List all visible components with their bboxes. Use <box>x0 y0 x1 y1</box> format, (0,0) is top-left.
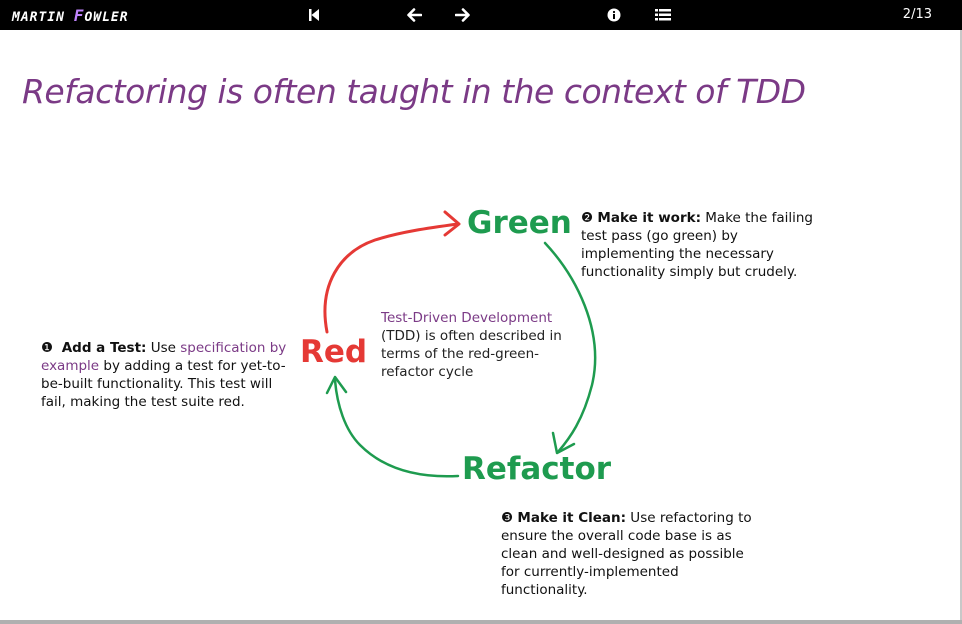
skip-to-start-icon <box>309 9 319 21</box>
green-label: Green <box>467 205 572 241</box>
first-slide-button[interactable] <box>302 4 326 26</box>
make-it-work-text: Make the failing test pass (go green) by… <box>581 210 813 280</box>
red-arrowhead <box>443 210 461 237</box>
logo-text-1: MARTIN <box>12 10 74 25</box>
red-to-green-arrow <box>323 222 460 334</box>
refactor-to-red-arrow <box>333 378 460 478</box>
slide-counter: 2/13 <box>902 7 932 22</box>
tdd-description: Test-Driven Development (TDD) is often d… <box>381 309 566 381</box>
info-icon <box>607 8 621 22</box>
info-button[interactable] <box>602 4 626 26</box>
refactor-arrowhead <box>325 375 348 395</box>
add-test-text-2: by adding a test for yet-to-be-built fun… <box>41 358 286 410</box>
top-bar: MARTIN FOWLER 2/13 <box>0 0 962 30</box>
green-arrowhead <box>551 431 576 455</box>
add-test-note: ❶ Add a Test: Use specification by examp… <box>41 339 293 411</box>
page-edge-bottom <box>0 620 962 624</box>
make-it-work-note: ❷ Make it work: Make the failing test pa… <box>581 209 826 281</box>
refactor-label: Refactor <box>462 451 612 487</box>
arrow-right-icon <box>455 8 470 22</box>
slide-title: Refactoring is often taught in the conte… <box>22 72 806 111</box>
site-logo[interactable]: MARTIN FOWLER <box>12 6 129 25</box>
next-slide-button[interactable] <box>451 4 475 26</box>
note-marker-2: ❷ <box>581 210 594 226</box>
slide-list-button[interactable] <box>651 4 675 26</box>
specification-by-example-link[interactable]: specification by example <box>41 340 287 374</box>
red-label: Red <box>300 334 368 370</box>
previous-slide-button[interactable] <box>402 4 426 26</box>
tdd-description-text: (TDD) is often described in terms of the… <box>381 328 562 380</box>
make-it-clean-heading: Make it Clean: <box>517 510 627 526</box>
note-marker-3: ❸ <box>501 510 514 526</box>
arrow-left-icon <box>407 8 422 22</box>
make-it-clean-text: Use refactoring to ensure the overall co… <box>501 510 752 598</box>
add-test-heading: Add a Test: <box>61 340 147 356</box>
make-it-clean-note: ❸ Make it Clean: Use refactoring to ensu… <box>501 509 761 599</box>
logo-accent: F <box>73 6 85 25</box>
page-edge-right <box>960 30 962 624</box>
list-icon <box>655 9 671 21</box>
make-it-work-heading: Make it work: <box>597 210 701 226</box>
logo-text-2: OWLER <box>84 10 129 25</box>
tdd-link[interactable]: Test-Driven Development <box>381 310 553 326</box>
add-test-text-1: Use <box>146 340 181 356</box>
note-marker-1: ❶ <box>41 340 54 356</box>
green-to-refactor-arrow <box>543 241 597 454</box>
